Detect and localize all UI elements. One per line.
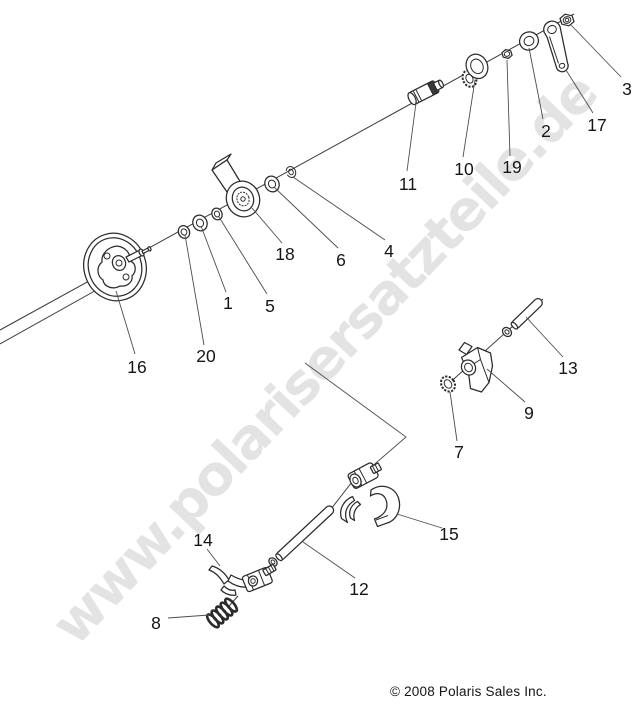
part-12 <box>268 505 335 567</box>
callout-6: 6 <box>336 250 346 270</box>
part-1 <box>192 214 208 232</box>
copyright-text: © 2008 Polaris Sales Inc. <box>390 684 547 699</box>
callout-19: 19 <box>502 157 521 177</box>
callout-3: 3 <box>622 79 632 99</box>
sub-axis-bottom-b <box>330 481 353 510</box>
callouts: 1 2 3 4 5 6 7 8 9 10 11 12 13 14 15 16 1… <box>127 79 632 633</box>
part-19 <box>501 48 513 60</box>
callout-12: 12 <box>349 579 368 599</box>
part-8 <box>205 597 239 629</box>
part-16 <box>83 232 152 302</box>
callout-11: 11 <box>399 174 417 194</box>
callout-13: 13 <box>558 358 577 378</box>
part-9 <box>458 341 494 393</box>
part-11 <box>407 79 445 106</box>
leader-lines <box>115 24 622 619</box>
part-14 <box>208 563 277 596</box>
callout-1: 1 <box>223 293 233 313</box>
part-13 <box>501 297 543 338</box>
callout-2: 2 <box>541 121 551 141</box>
callout-9: 9 <box>524 403 534 423</box>
callout-5: 5 <box>265 296 275 316</box>
callout-20: 20 <box>196 346 216 366</box>
part-18 <box>211 153 261 218</box>
callout-10: 10 <box>454 159 474 179</box>
callout-16: 16 <box>127 357 146 377</box>
part-17 <box>543 20 569 73</box>
callout-17: 17 <box>587 115 606 135</box>
part-20 <box>177 225 191 239</box>
callout-7: 7 <box>454 442 464 462</box>
part-7 <box>439 375 457 393</box>
main-axis <box>0 13 575 345</box>
part-15 <box>340 462 401 528</box>
callout-18: 18 <box>275 244 294 264</box>
sub-axis-bottom-c <box>228 595 239 607</box>
reference-line <box>304 362 407 483</box>
callout-4: 4 <box>384 241 394 261</box>
part-5 <box>211 207 223 221</box>
callout-8: 8 <box>151 613 161 633</box>
part-3 <box>559 13 575 27</box>
part-2 <box>518 31 540 51</box>
part-10 <box>461 53 489 88</box>
callout-14: 14 <box>193 530 213 550</box>
callout-15: 15 <box>439 524 458 544</box>
